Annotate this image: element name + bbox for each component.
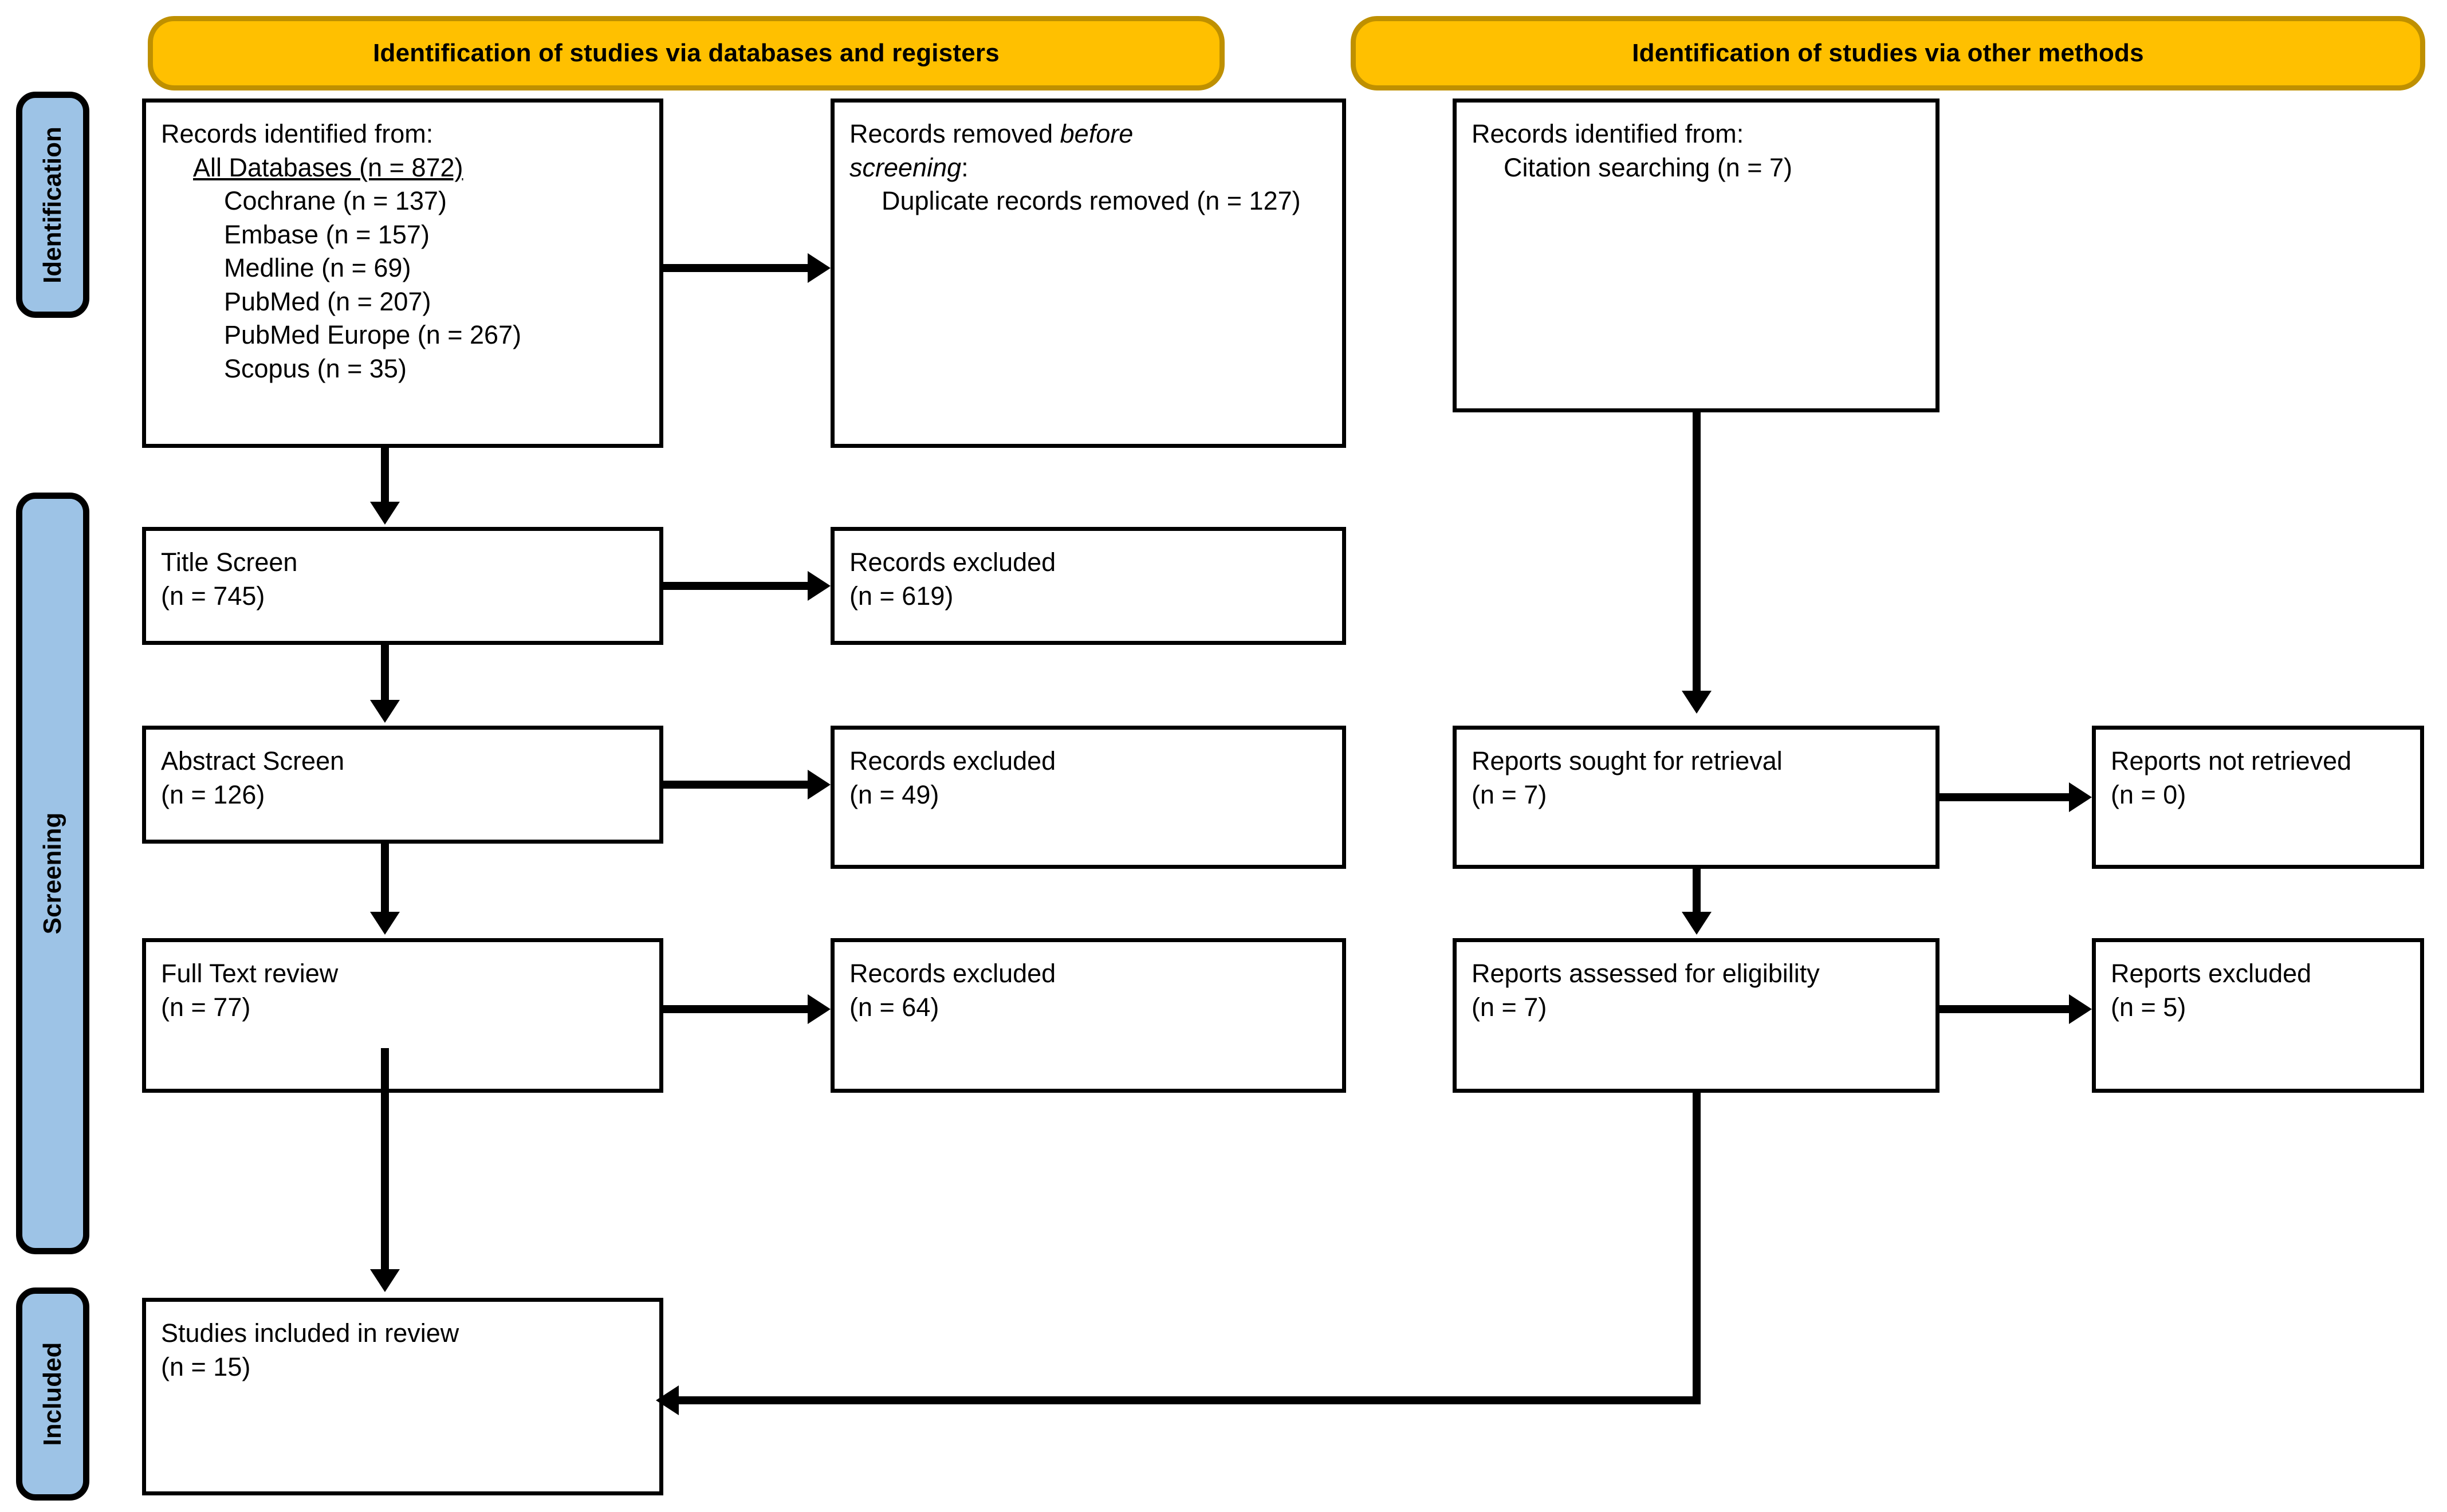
arrowhead-fulltext-to-excluded: [808, 994, 831, 1024]
records-removed-line2: screening:: [849, 151, 1328, 185]
reports-excluded-label: Reports excluded: [2111, 959, 2312, 988]
fulltext-review-count: (n = 77): [161, 992, 251, 1022]
records-removed-screening-italic: screening: [849, 152, 962, 182]
arrowhead-identified-to-title-screen: [370, 502, 400, 525]
database-medline: Medline (n = 69): [224, 253, 411, 282]
connector-reports-assessed-down: [1693, 1093, 1701, 1400]
database-pubmed: PubMed (n = 207): [224, 286, 431, 316]
arrowhead-reports-assessed-to-studies-included: [656, 1385, 679, 1415]
connector-identified-to-title-screen: [381, 448, 389, 505]
abstract-screen-label: Abstract Screen: [161, 746, 345, 775]
banner-other-methods: Identification of studies via other meth…: [1351, 16, 2425, 90]
connector-reports-assessed-to-excluded: [1939, 1005, 2070, 1013]
arrowhead-other-identified-to-reports-sought: [1682, 691, 1712, 714]
arrowhead-abstract-screen-to-fulltext: [370, 912, 400, 935]
title-screen-count: (n = 745): [161, 581, 265, 611]
connector-other-identified-to-reports-sought: [1693, 412, 1701, 693]
banner-other-methods-label: Identification of studies via other meth…: [1632, 38, 2144, 67]
box-fulltext-excluded: Records excluded (n = 64): [831, 938, 1346, 1093]
connector-identified-to-removed: [663, 264, 809, 272]
other-identified-header: Records identified from:: [1472, 119, 1744, 148]
box-reports-sought: Reports sought for retrieval (n = 7): [1453, 726, 1939, 869]
box-studies-included: Studies included in review (n = 15): [142, 1298, 663, 1495]
title-excluded-label: Records excluded: [849, 548, 1056, 577]
box-abstract-screen: Abstract Screen (n = 126): [142, 726, 663, 844]
arrowhead-fulltext-to-studies-included: [370, 1269, 400, 1292]
connector-abstract-screen-to-fulltext: [381, 844, 389, 912]
stage-included: Included: [16, 1287, 89, 1501]
connector-fulltext-to-excluded: [663, 1005, 809, 1013]
records-removed-text: Records removed: [849, 119, 1060, 148]
box-abstract-excluded: Records excluded (n = 49): [831, 726, 1346, 869]
title-screen-label: Title Screen: [161, 548, 298, 577]
records-removed-colon: :: [961, 152, 969, 182]
connector-title-screen-to-abstract-screen: [381, 645, 389, 702]
database-cochrane: Cochrane (n = 137): [224, 186, 447, 215]
studies-included-count: (n = 15): [161, 1352, 251, 1381]
duplicate-records-removed: Duplicate records removed (n = 127): [882, 186, 1301, 215]
box-title-screen: Title Screen (n = 745): [142, 527, 663, 645]
connector-reports-sought-to-not-retrieved: [1939, 793, 2070, 801]
database-pubmed-europe: PubMed Europe (n = 267): [224, 320, 522, 349]
reports-excluded-count: (n = 5): [2111, 992, 2186, 1022]
reports-assessed-label: Reports assessed for eligibility: [1472, 959, 1820, 988]
fulltext-excluded-label: Records excluded: [849, 959, 1056, 988]
records-removed-line1: Records removed before: [849, 117, 1328, 151]
connector-abstract-screen-to-excluded: [663, 781, 809, 789]
reports-not-retrieved-label: Reports not retrieved: [2111, 746, 2352, 775]
records-identified-header: Records identified from:: [161, 119, 434, 148]
studies-included-label: Studies included in review: [161, 1318, 459, 1348]
records-identified-source: All Databases (n = 872): [193, 152, 463, 182]
arrowhead-identified-to-removed: [808, 253, 831, 283]
stage-identification: Identification: [16, 92, 89, 318]
arrowhead-title-screen-to-abstract-screen: [370, 700, 400, 723]
records-removed-before-italic: before: [1060, 119, 1134, 148]
stage-screening: Screening: [16, 493, 89, 1254]
box-other-identified: Records identified from: Citation search…: [1453, 99, 1939, 412]
reports-sought-label: Reports sought for retrieval: [1472, 746, 1783, 775]
database-embase: Embase (n = 157): [224, 219, 430, 249]
arrowhead-title-screen-to-excluded: [808, 571, 831, 601]
connector-reports-assessed-to-studies-included: [679, 1396, 1701, 1404]
stage-identification-label: Identification: [38, 126, 66, 284]
box-fulltext-review: Full Text review (n = 77): [142, 938, 663, 1093]
database-scopus: Scopus (n = 35): [224, 353, 407, 383]
stage-included-label: Included: [38, 1342, 66, 1446]
abstract-excluded-label: Records excluded: [849, 746, 1056, 775]
box-reports-not-retrieved: Reports not retrieved (n = 0): [2092, 726, 2424, 869]
arrowhead-reports-assessed-to-excluded: [2069, 994, 2092, 1024]
box-records-identified: Records identified from: All Databases (…: [142, 99, 663, 448]
connector-fulltext-to-studies-included: [381, 1048, 389, 1271]
fulltext-excluded-count: (n = 64): [849, 992, 939, 1022]
other-identified-citation-searching: Citation searching (n = 7): [1504, 152, 1793, 182]
box-reports-assessed: Reports assessed for eligibility (n = 7): [1453, 938, 1939, 1093]
arrowhead-abstract-screen-to-excluded: [808, 770, 831, 800]
reports-assessed-count: (n = 7): [1472, 992, 1547, 1022]
reports-sought-count: (n = 7): [1472, 779, 1547, 809]
abstract-screen-count: (n = 126): [161, 779, 265, 809]
box-title-excluded: Records excluded (n = 619): [831, 527, 1346, 645]
box-records-removed-before-screening: Records removed before screening: Duplic…: [831, 99, 1346, 448]
banner-databases-label: Identification of studies via databases …: [373, 38, 1000, 67]
abstract-excluded-count: (n = 49): [849, 779, 939, 809]
title-excluded-count: (n = 619): [849, 581, 954, 611]
fulltext-review-label: Full Text review: [161, 959, 339, 988]
connector-title-screen-to-excluded: [663, 582, 809, 590]
arrowhead-reports-sought-to-not-retrieved: [2069, 782, 2092, 812]
stage-screening-label: Screening: [38, 812, 66, 935]
box-reports-excluded: Reports excluded (n = 5): [2092, 938, 2424, 1093]
reports-not-retrieved-count: (n = 0): [2111, 779, 2186, 809]
connector-reports-sought-to-assessed: [1693, 869, 1701, 914]
arrowhead-reports-sought-to-assessed: [1682, 912, 1712, 935]
banner-databases-and-registers: Identification of studies via databases …: [148, 16, 1225, 90]
